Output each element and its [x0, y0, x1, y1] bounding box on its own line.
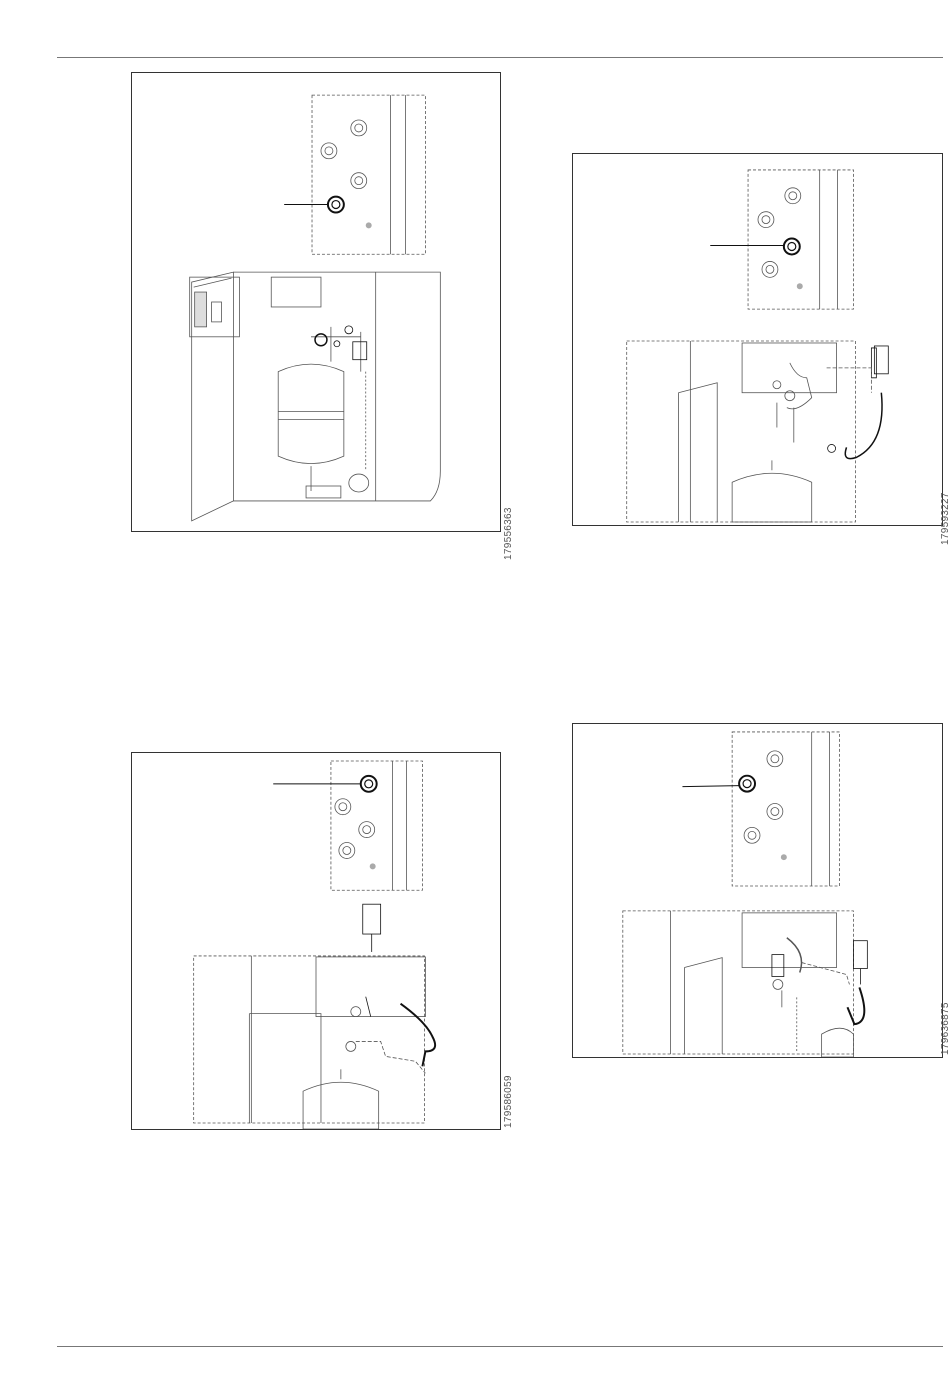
figure-4	[572, 723, 943, 1058]
figure-4-illustration	[573, 724, 942, 1057]
figure-2-illustration	[573, 154, 942, 525]
figure-3-illustration	[132, 753, 500, 1129]
figure-1-illustration	[132, 73, 500, 531]
pointer-line	[682, 786, 739, 787]
figure-3-id: 179586059	[503, 1075, 514, 1128]
marked-connection-icon	[739, 776, 755, 792]
marked-connection-icon	[361, 776, 377, 792]
footer-rule	[57, 1346, 943, 1347]
figure-2	[572, 153, 943, 526]
figure-1-id: 179556363	[503, 507, 514, 560]
figure-3	[131, 752, 501, 1130]
figure-1	[131, 72, 501, 532]
marked-connection-icon	[328, 197, 344, 213]
marked-connection-icon	[784, 239, 800, 255]
figure-2-id: 179593227	[940, 492, 950, 545]
header-rule	[57, 57, 943, 58]
figure-4-id: 179636875	[940, 1002, 950, 1055]
